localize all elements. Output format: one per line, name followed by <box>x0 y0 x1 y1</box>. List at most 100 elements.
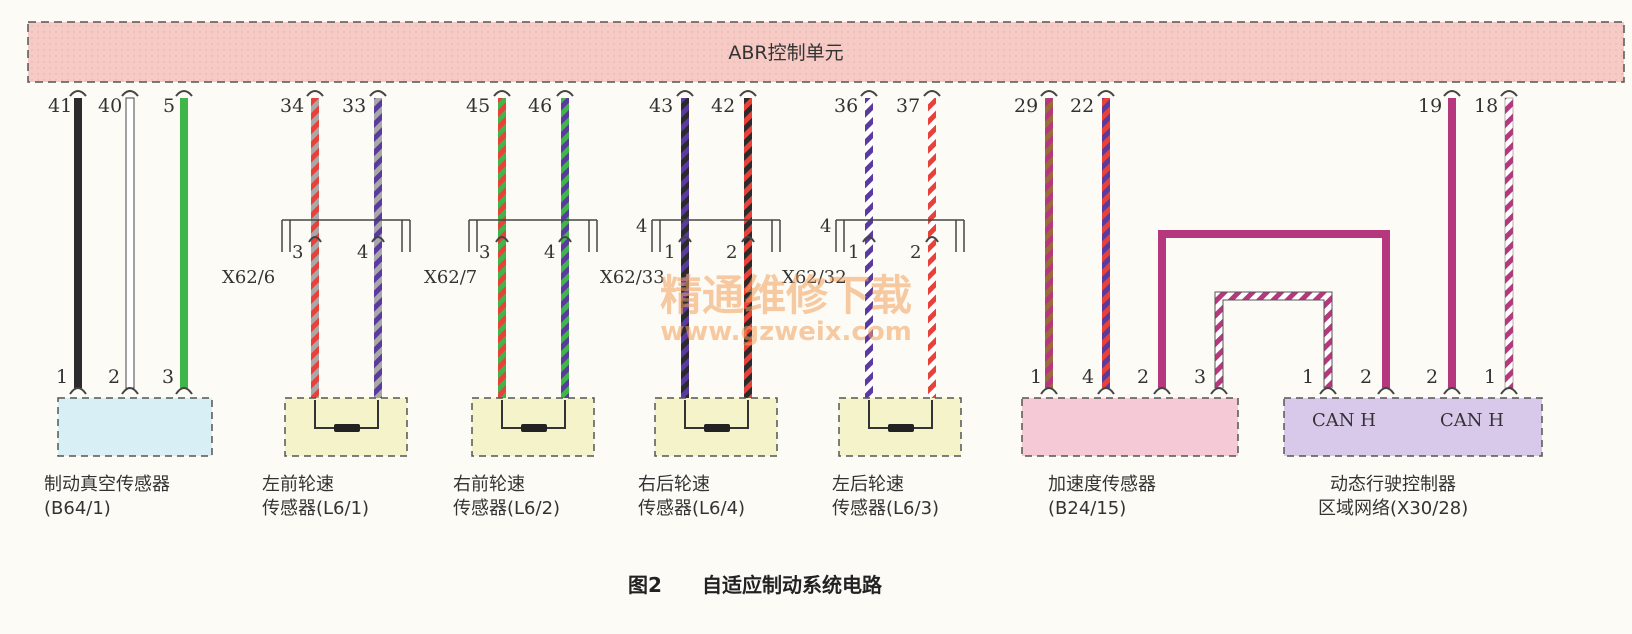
connector-x62-6-label: X62/6 <box>222 267 275 288</box>
accel-pin-1: 1 <box>1030 366 1042 388</box>
figure-number: 图2 <box>628 573 662 597</box>
wire-18-magenta-white <box>1504 97 1514 389</box>
wire-5-green <box>180 98 188 388</box>
wire-46-purple-green <box>561 98 569 400</box>
connector-x62-7-pin-3: 3 <box>479 242 490 263</box>
wire-45-red-green <box>498 98 506 400</box>
wire-19-magenta <box>1448 98 1456 388</box>
can-h-label-left: CAN H <box>1312 410 1376 431</box>
driving-dynamics-can-network: 1 2 2 1 CAN H CAN H 动态行驶控制器 区域网络(X30/28) <box>1283 366 1543 519</box>
pin-18: 18 <box>1474 95 1498 117</box>
abr-control-unit: ABR控制单元 <box>27 21 1625 83</box>
figure-caption: 图2 自适应制动系统电路 <box>628 573 883 597</box>
figure-title: 自适应制动系统电路 <box>702 573 883 597</box>
wire-40-white <box>125 97 135 389</box>
left-front-sensor-coil <box>334 424 360 432</box>
wire-22-red-purple <box>1102 98 1110 388</box>
connector-x62-7-label: X62/7 <box>424 267 477 288</box>
connector-x62-32-pin-2: 2 <box>910 242 921 263</box>
hook-33 <box>369 90 387 97</box>
connector-x62-32-pin-1: 1 <box>848 242 859 263</box>
right-front-sensor-coil <box>521 424 547 432</box>
pin-42: 42 <box>711 95 735 117</box>
hook-5 <box>175 90 193 97</box>
can-pin-1-right: 1 <box>1484 366 1496 388</box>
watermark-url: www.gzweix.com <box>660 317 912 347</box>
right-front-sensor-name: 右前轮速 <box>453 474 525 495</box>
pin-43: 43 <box>649 95 673 117</box>
brake-vacuum-sensor-box <box>57 397 213 457</box>
hook-43 <box>676 90 694 97</box>
wire-loop-magenta <box>1158 230 1390 388</box>
brake-vacuum-sensor-name: 制动真空传感器 <box>44 474 170 495</box>
pin-45: 45 <box>466 95 490 117</box>
pin-29: 29 <box>1014 95 1038 117</box>
connector-x62-33: 4 1 2 X62/33 <box>600 216 781 288</box>
hook-18 <box>1500 90 1518 97</box>
hook-34 <box>306 90 324 97</box>
right-rear-sensor-code: 传感器(L6/4) <box>638 498 745 519</box>
left-front-wheel-speed-sensor: 左前轮速 传感器(L6/1) <box>262 397 408 519</box>
watermark: 精通维修下载 www.gzweix.com <box>660 271 912 347</box>
brake-vacuum-sensor-code: (B64/1) <box>44 498 111 519</box>
hook-41 <box>69 90 87 97</box>
hook-29 <box>1040 90 1058 97</box>
connector-x62-7-pin-4: 4 <box>544 242 555 263</box>
pin-22: 22 <box>1070 95 1094 117</box>
vacuum-pin-2: 2 <box>108 366 120 388</box>
hook-45 <box>493 90 511 97</box>
can-network-name: 动态行驶控制器 <box>1330 474 1456 495</box>
accel-pin-4: 4 <box>1082 366 1094 388</box>
hook-22 <box>1097 90 1115 97</box>
left-rear-wheel-speed-sensor: 左后轮速 传感器(L6/3) <box>832 397 962 519</box>
watermark-text: 精通维修下载 <box>660 271 912 320</box>
connector-x62-32: 4 1 2 X62/32 <box>782 216 965 288</box>
accel-pin-3: 3 <box>1194 366 1206 388</box>
bottom-pin-hooks <box>69 387 1518 395</box>
hook-37 <box>923 90 941 97</box>
wire-37-red-white <box>928 98 936 400</box>
pin-41: 41 <box>48 95 72 117</box>
inline-connectors: 3 4 X62/6 3 4 X62/7 4 1 2 X62/33 4 1 2 <box>222 216 965 288</box>
pin-34: 34 <box>280 95 304 117</box>
vacuum-pin-1: 1 <box>56 366 68 388</box>
connector-x62-33-pin-2: 2 <box>726 242 737 263</box>
connector-x62-6-pin-3: 3 <box>292 242 303 263</box>
top-pin-numbers: 41 40 5 34 33 45 46 43 42 36 37 29 22 19… <box>48 95 1498 117</box>
hook-36 <box>860 90 878 97</box>
connector-x62-6-pin-4: 4 <box>357 242 368 263</box>
connector-x62-6: 3 4 X62/6 <box>222 219 411 288</box>
right-front-wheel-speed-sensor: 右前轮速 传感器(L6/2) <box>453 397 595 519</box>
connector-x62-33-pin-1: 1 <box>664 242 675 263</box>
acceleration-sensor-box <box>1021 397 1239 457</box>
pin-40: 40 <box>98 95 122 117</box>
left-rear-sensor-code: 传感器(L6/3) <box>832 498 939 519</box>
wire-42-red-black <box>744 98 752 400</box>
hook-19 <box>1443 90 1461 97</box>
can-pin-2-right: 2 <box>1426 366 1438 388</box>
acceleration-sensor-code: (B24/15) <box>1048 498 1126 519</box>
abr-control-unit-label: ABR控制单元 <box>728 42 843 64</box>
abr-control-unit-box <box>27 21 1625 83</box>
can-network-code: 区域网络(X30/28) <box>1318 498 1468 519</box>
pin-33: 33 <box>342 95 366 117</box>
pin-5: 5 <box>163 95 175 117</box>
pin-19: 19 <box>1418 95 1442 117</box>
wire-36-purple-white <box>865 98 873 400</box>
left-rear-sensor-coil <box>888 424 914 432</box>
connector-x62-33-count: 4 <box>636 216 647 237</box>
vacuum-pin-3: 3 <box>162 366 174 388</box>
left-rear-sensor-name: 左后轮速 <box>832 474 904 495</box>
accel-pin-2: 2 <box>1137 366 1149 388</box>
wire-41-black <box>74 98 82 388</box>
left-front-sensor-name: 左前轮速 <box>262 474 334 495</box>
acceleration-sensor-name: 加速度传感器 <box>1048 474 1156 495</box>
pin-46: 46 <box>528 95 552 117</box>
right-rear-sensor-coil <box>704 424 730 432</box>
can-h-label-right: CAN H <box>1440 410 1504 431</box>
right-rear-wheel-speed-sensor: 右后轮速 传感器(L6/4) <box>638 397 778 519</box>
wire-loop-magenta-white <box>1215 292 1332 388</box>
can-pin-2-left: 2 <box>1360 366 1372 388</box>
connector-x62-33-label: X62/33 <box>600 267 665 288</box>
